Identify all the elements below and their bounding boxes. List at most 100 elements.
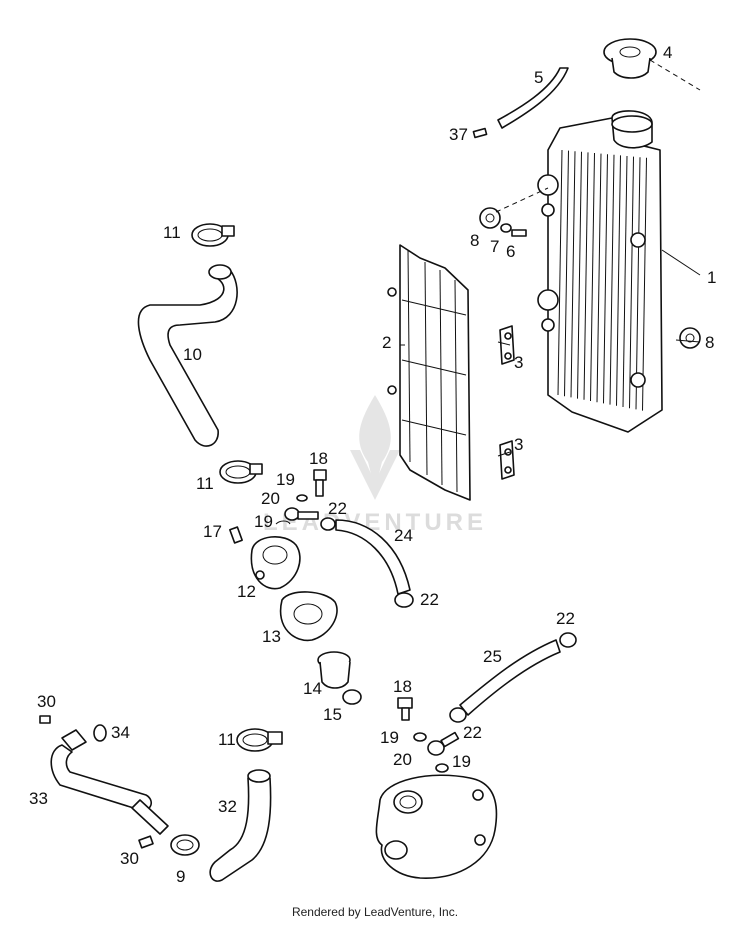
radiator-cap — [603, 38, 701, 91]
spring-clamp — [170, 834, 200, 856]
hose-elbow — [61, 729, 87, 751]
callout-33: 33 — [29, 789, 48, 808]
radiator-fin — [603, 154, 608, 404]
plug-screw-top — [39, 715, 51, 724]
banjo-fitting-lower — [427, 731, 460, 756]
callout-19-lower-a: 19 — [380, 728, 399, 747]
callout-1: 1 — [707, 268, 716, 287]
callout-20-lower: 20 — [393, 750, 412, 769]
radiator-fin — [635, 157, 641, 410]
radiator-fin — [622, 155, 628, 408]
radiator-fin — [609, 154, 615, 405]
hose-clamp-middle — [219, 460, 263, 484]
bypass-hose — [335, 519, 411, 595]
callout-22-b: 22 — [420, 590, 439, 609]
callout-2: 2 — [382, 333, 391, 352]
plug-screw-bottom — [138, 835, 154, 849]
radiator-fin — [616, 155, 621, 406]
small-clamp-c — [559, 632, 577, 648]
upper-radiator-hose — [137, 264, 238, 447]
callout-17: 17 — [203, 522, 222, 541]
callout-25: 25 — [483, 647, 502, 666]
callout-19-lower-b: 19 — [452, 752, 471, 771]
hose-fitting — [472, 127, 488, 139]
thermostat-housing — [250, 536, 301, 590]
thermostat — [317, 651, 351, 689]
callout-8-upper: 8 — [470, 231, 479, 250]
callout-30-bottom: 30 — [120, 849, 139, 868]
callout-30-top: 30 — [37, 692, 56, 711]
small-clamp-b — [394, 592, 414, 608]
callout-7: 7 — [490, 237, 499, 256]
callout-13: 13 — [262, 627, 281, 646]
banjo-fitting-upper — [284, 507, 319, 521]
callout-22-a: 22 — [328, 499, 347, 518]
callout-3-lower: 3 — [514, 435, 523, 454]
callout-11-top: 11 — [163, 223, 181, 242]
sealing-washer-upper-a — [296, 494, 308, 502]
callout-11-middle: 11 — [196, 474, 214, 493]
callout-9: 9 — [176, 867, 185, 886]
gasket — [279, 591, 338, 642]
callout-24: 24 — [394, 526, 413, 545]
callout-11-bottom: 11 — [218, 730, 236, 749]
watermark-flame-icon — [359, 395, 391, 490]
radiator-fin — [577, 151, 582, 399]
rubber-grommet-right — [679, 327, 701, 349]
radiator-core-fins — [557, 149, 647, 411]
mounting-bracket-lower — [499, 440, 515, 480]
lower-radiator-hose — [459, 639, 561, 716]
callout-18-lower: 18 — [393, 677, 412, 696]
radiator — [537, 110, 701, 433]
bolt — [511, 229, 527, 237]
callout-10: 10 — [183, 345, 202, 364]
banjo-bolt-upper — [313, 469, 327, 497]
radiator-fin — [557, 149, 563, 396]
callout-5: 5 — [534, 68, 543, 87]
callout-4: 4 — [663, 43, 672, 62]
rubber-grommet-upper — [479, 207, 501, 229]
overflow-hose — [497, 67, 569, 129]
radiator-fin — [596, 153, 602, 403]
radiator-fin — [564, 150, 569, 397]
callout-37: 37 — [449, 125, 468, 144]
water-pump-cover — [375, 774, 498, 879]
callout-8-right: 8 — [705, 333, 714, 352]
callout-14: 14 — [303, 679, 322, 698]
callout-22-c: 22 — [556, 609, 575, 628]
callout-18-upper: 18 — [309, 449, 328, 468]
radiator-guard — [387, 244, 471, 501]
radiator-fin — [590, 152, 595, 402]
footer-credit: Rendered by LeadVenture, Inc. — [291, 905, 459, 919]
watermark-v-icon — [350, 450, 400, 500]
lower-bypass-hose — [209, 769, 272, 882]
hose-connector — [93, 724, 107, 742]
radiator-fin — [629, 156, 634, 409]
callout-12: 12 — [237, 582, 256, 601]
sealing-washer-lower-b — [435, 763, 449, 773]
small-clamp-d — [449, 707, 467, 723]
hose-clamp-top — [191, 223, 235, 247]
radiator-fin — [583, 152, 589, 400]
callout-15: 15 — [323, 705, 342, 724]
callout-22-d: 22 — [463, 723, 482, 742]
o-ring — [342, 689, 362, 705]
coolant-pipe — [50, 744, 169, 835]
small-clamp-a — [320, 517, 336, 531]
radiator-fin — [642, 157, 647, 411]
sealing-washer-upper-b — [275, 520, 291, 525]
callout-20-upper: 20 — [261, 489, 280, 508]
callout-3-upper: 3 — [514, 353, 523, 372]
sealing-washer-lower-a — [413, 732, 427, 742]
hose-clamp-bottom — [236, 728, 283, 752]
radiator-fin — [570, 151, 576, 398]
callout-19-upper-b: 19 — [254, 512, 273, 531]
banjo-bolt-lower — [397, 697, 413, 721]
callout-32: 32 — [218, 797, 237, 816]
mounting-bracket-upper — [499, 325, 515, 365]
washer — [500, 223, 512, 233]
callout-34: 34 — [111, 723, 130, 742]
callout-19-upper-a: 19 — [276, 470, 295, 489]
bleed-screw — [229, 526, 243, 544]
